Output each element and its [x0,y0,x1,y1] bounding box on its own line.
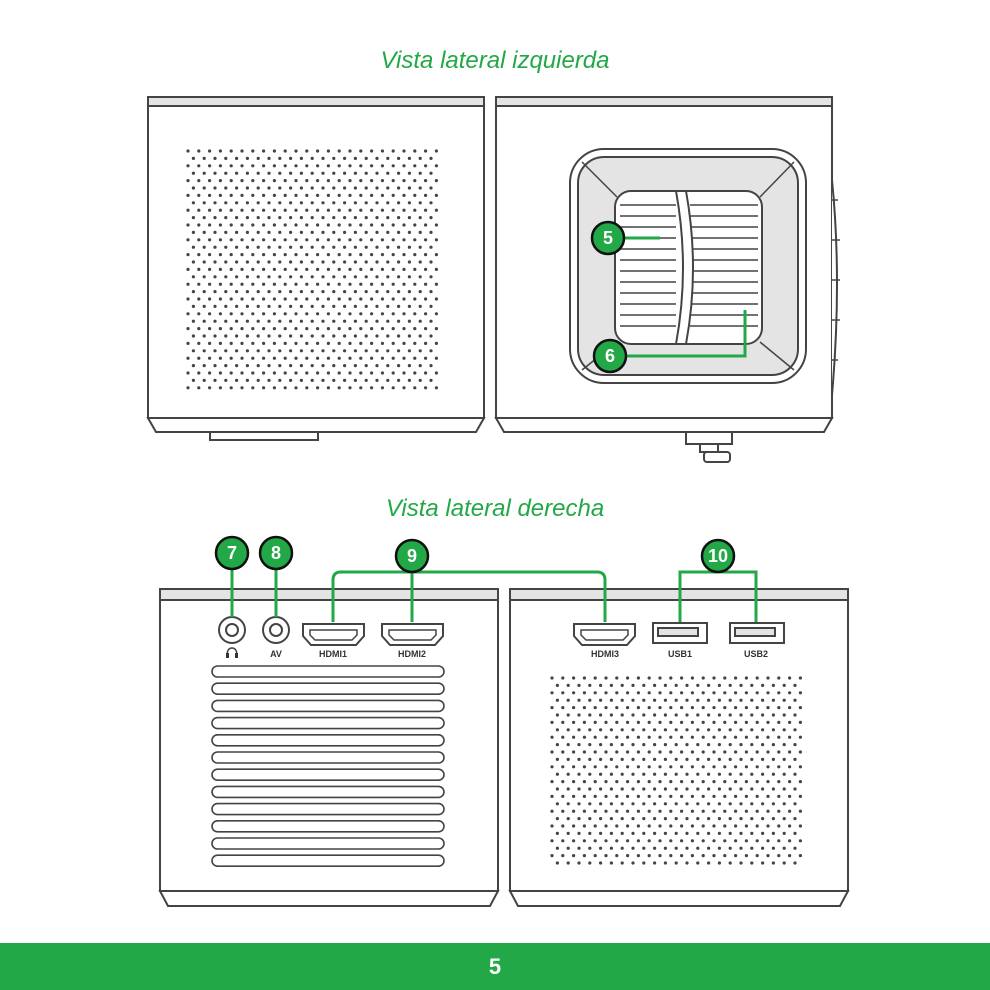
callout-6-number: 6 [605,346,615,366]
right-view: AV HDMI1 HDMI2 HDMI3 USB1 USB2 [158,535,850,907]
callout-6-line [610,310,747,358]
callout-7-number: 7 [227,543,237,563]
left-block-base [146,417,486,433]
callout-8-badge [258,535,294,571]
page-number: 5 [488,953,502,979]
tripod-screw [699,443,719,453]
callout-6-badge [592,338,628,374]
callout-5-number: 5 [603,228,613,248]
usb2-port [729,622,785,644]
callout-8-number: 8 [271,543,281,563]
left-view-title: Vista lateral izquierda [380,47,610,74]
hdmi1-label: HDMI1 [319,649,347,659]
side-ridge [831,179,838,396]
callout-9-number: 9 [407,546,417,566]
av-label: AV [270,649,282,659]
tripod-knob [703,451,731,463]
speaker-grille-right [550,676,803,865]
usb1-label: USB1 [668,649,692,659]
callout-9-badge [394,538,430,574]
callout-5-badge [590,220,626,256]
callout-9-bracket [331,570,607,622]
page-footer: 5 [0,943,990,990]
speaker-grille-left [186,149,438,390]
usb2-label: USB2 [744,649,768,659]
hdmi3-port [573,623,636,646]
left-block [147,96,485,419]
callout-7-badge [214,535,250,571]
callout-10-badge [700,538,736,574]
right-block-top-strip [495,96,833,107]
lens-divider [674,190,694,345]
hdmi2-label: HDMI2 [398,649,426,659]
hdmi1-port [302,623,365,646]
rv-left-block-base [158,890,500,907]
left-block-top-strip [147,96,485,107]
hdmi3-label: HDMI3 [591,649,619,659]
usb1-port [652,622,708,644]
right-block-base [494,417,834,433]
headphone-icon [226,647,238,658]
callout-10-number: 10 [708,546,728,566]
left-view: 5 6 [146,96,840,463]
right-view-title: Vista lateral derecha [385,495,605,522]
vent-grille [211,665,445,868]
rv-left-block-top-strip [159,588,499,601]
hdmi2-port [381,623,444,646]
rv-right-block-base [508,890,850,907]
lens-ribs [620,204,758,327]
